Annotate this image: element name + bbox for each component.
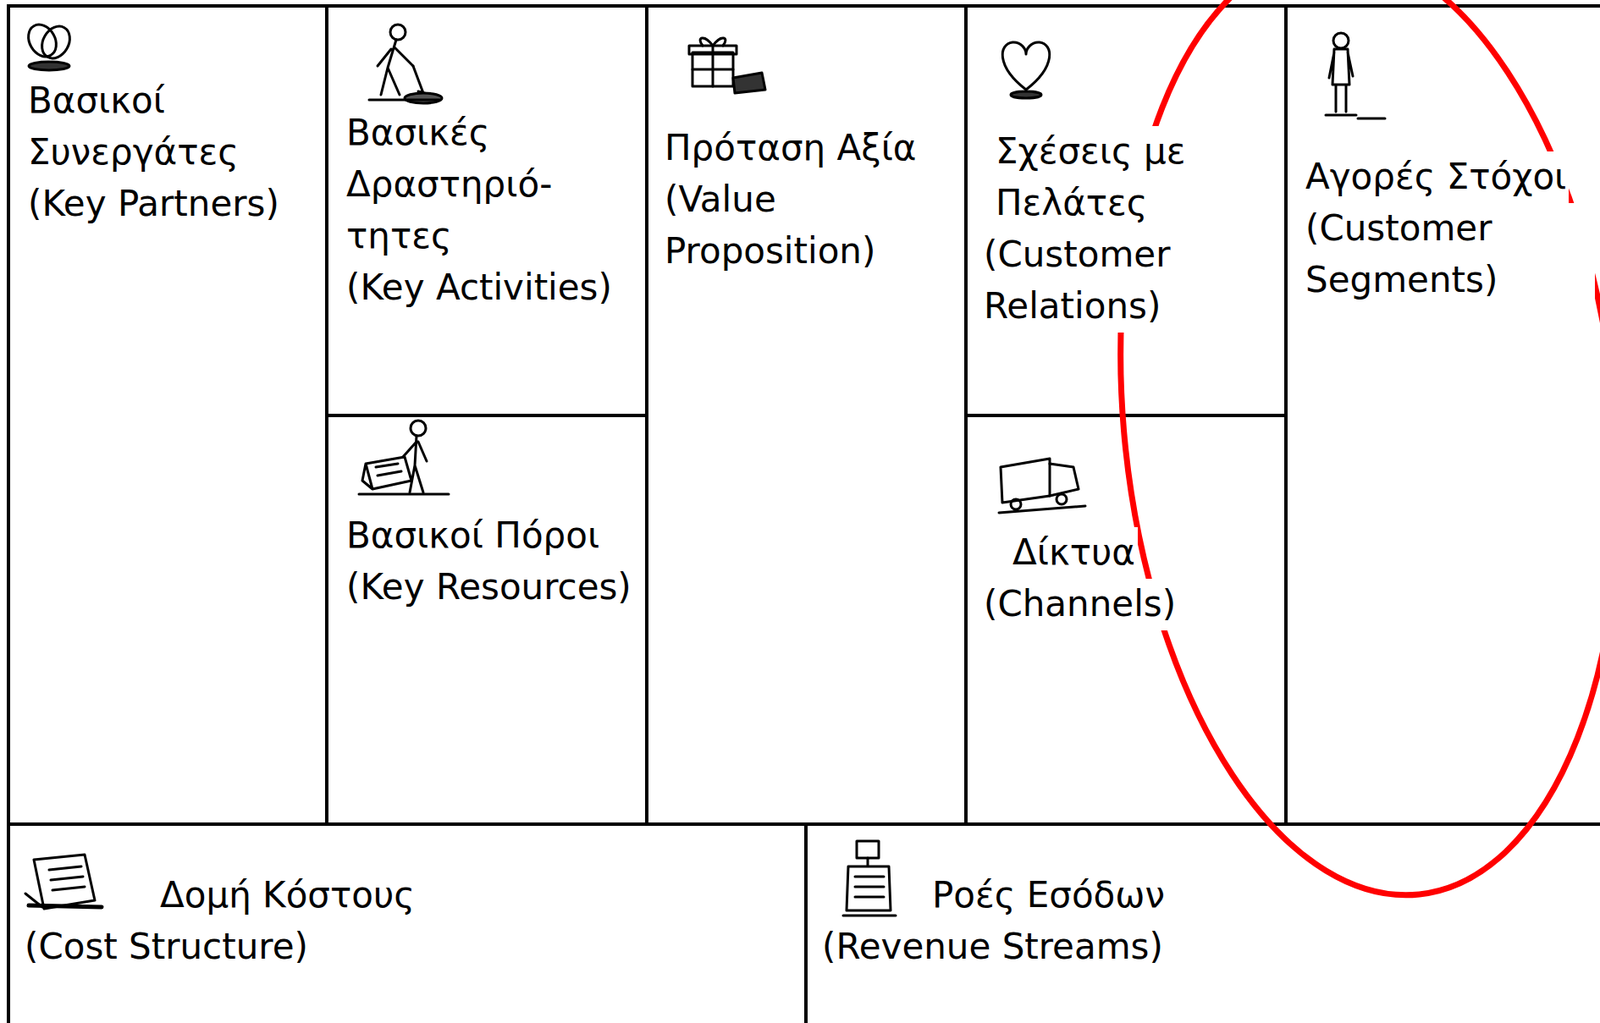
- canvas-block: Βασικοί Πόροι(Key Resources): [325, 413, 649, 827]
- block-title: Βασικοί Πόροι: [343, 510, 602, 563]
- block-title: Βασικοί Συνεργάτες: [25, 75, 317, 179]
- block-subtitle: (Channels): [981, 579, 1179, 631]
- canvas-block: Βασικοί Συνεργάτες(Key Partners): [6, 4, 329, 827]
- block-title: Δίκτυα: [1009, 527, 1138, 580]
- canvas-block: Αγορές Στόχοι(Customer Segments): [1284, 4, 1600, 827]
- canvas-block: Πρόταση Αξία(Value Proposition): [645, 4, 968, 827]
- truck-icon: [998, 458, 1086, 514]
- gift-icon: [689, 38, 766, 94]
- block-subtitle: (Revenue Streams): [819, 921, 1166, 974]
- block-title: Σχέσεις με Πελάτες: [993, 126, 1276, 230]
- person-icon: [1325, 33, 1385, 119]
- block-subtitle: (Customer Relations): [981, 229, 1276, 333]
- canvas-block: Δίκτυα(Channels): [964, 413, 1288, 827]
- block-subtitle: (Value Proposition): [662, 174, 956, 278]
- rings-icon: [22, 19, 76, 71]
- register-icon: [843, 841, 896, 916]
- block-title: Δομή Κόστους: [157, 870, 418, 922]
- block-title: Πρόταση Αξία: [662, 122, 920, 175]
- canvas-block: Βασικές Δραστηριό- τητες(Key Activities): [325, 4, 649, 418]
- block-title: Ροές Εσόδων: [929, 870, 1168, 922]
- block-title: Βασικές Δραστηριό- τητες: [343, 107, 637, 263]
- canvas-block: Ροές Εσόδων(Revenue Streams): [804, 822, 1600, 1023]
- block-title: Αγορές Στόχοι: [1302, 151, 1569, 204]
- heart-icon: [1002, 42, 1050, 99]
- canvas-block: Δομή Κόστους(Cost Structure): [6, 822, 808, 1023]
- document-icon: [25, 855, 102, 910]
- block-subtitle: (Key Activities): [343, 262, 615, 315]
- block-subtitle: (Customer Segments): [1302, 203, 1595, 307]
- canvas-block: Σχέσεις με Πελάτες(Customer Relations): [964, 4, 1288, 418]
- block-subtitle: (Key Partners): [25, 178, 282, 231]
- worker-icon: [369, 24, 442, 104]
- block-subtitle: (Cost Structure): [22, 921, 311, 974]
- block-subtitle: (Key Resources): [343, 562, 635, 614]
- resources-icon: [358, 420, 449, 495]
